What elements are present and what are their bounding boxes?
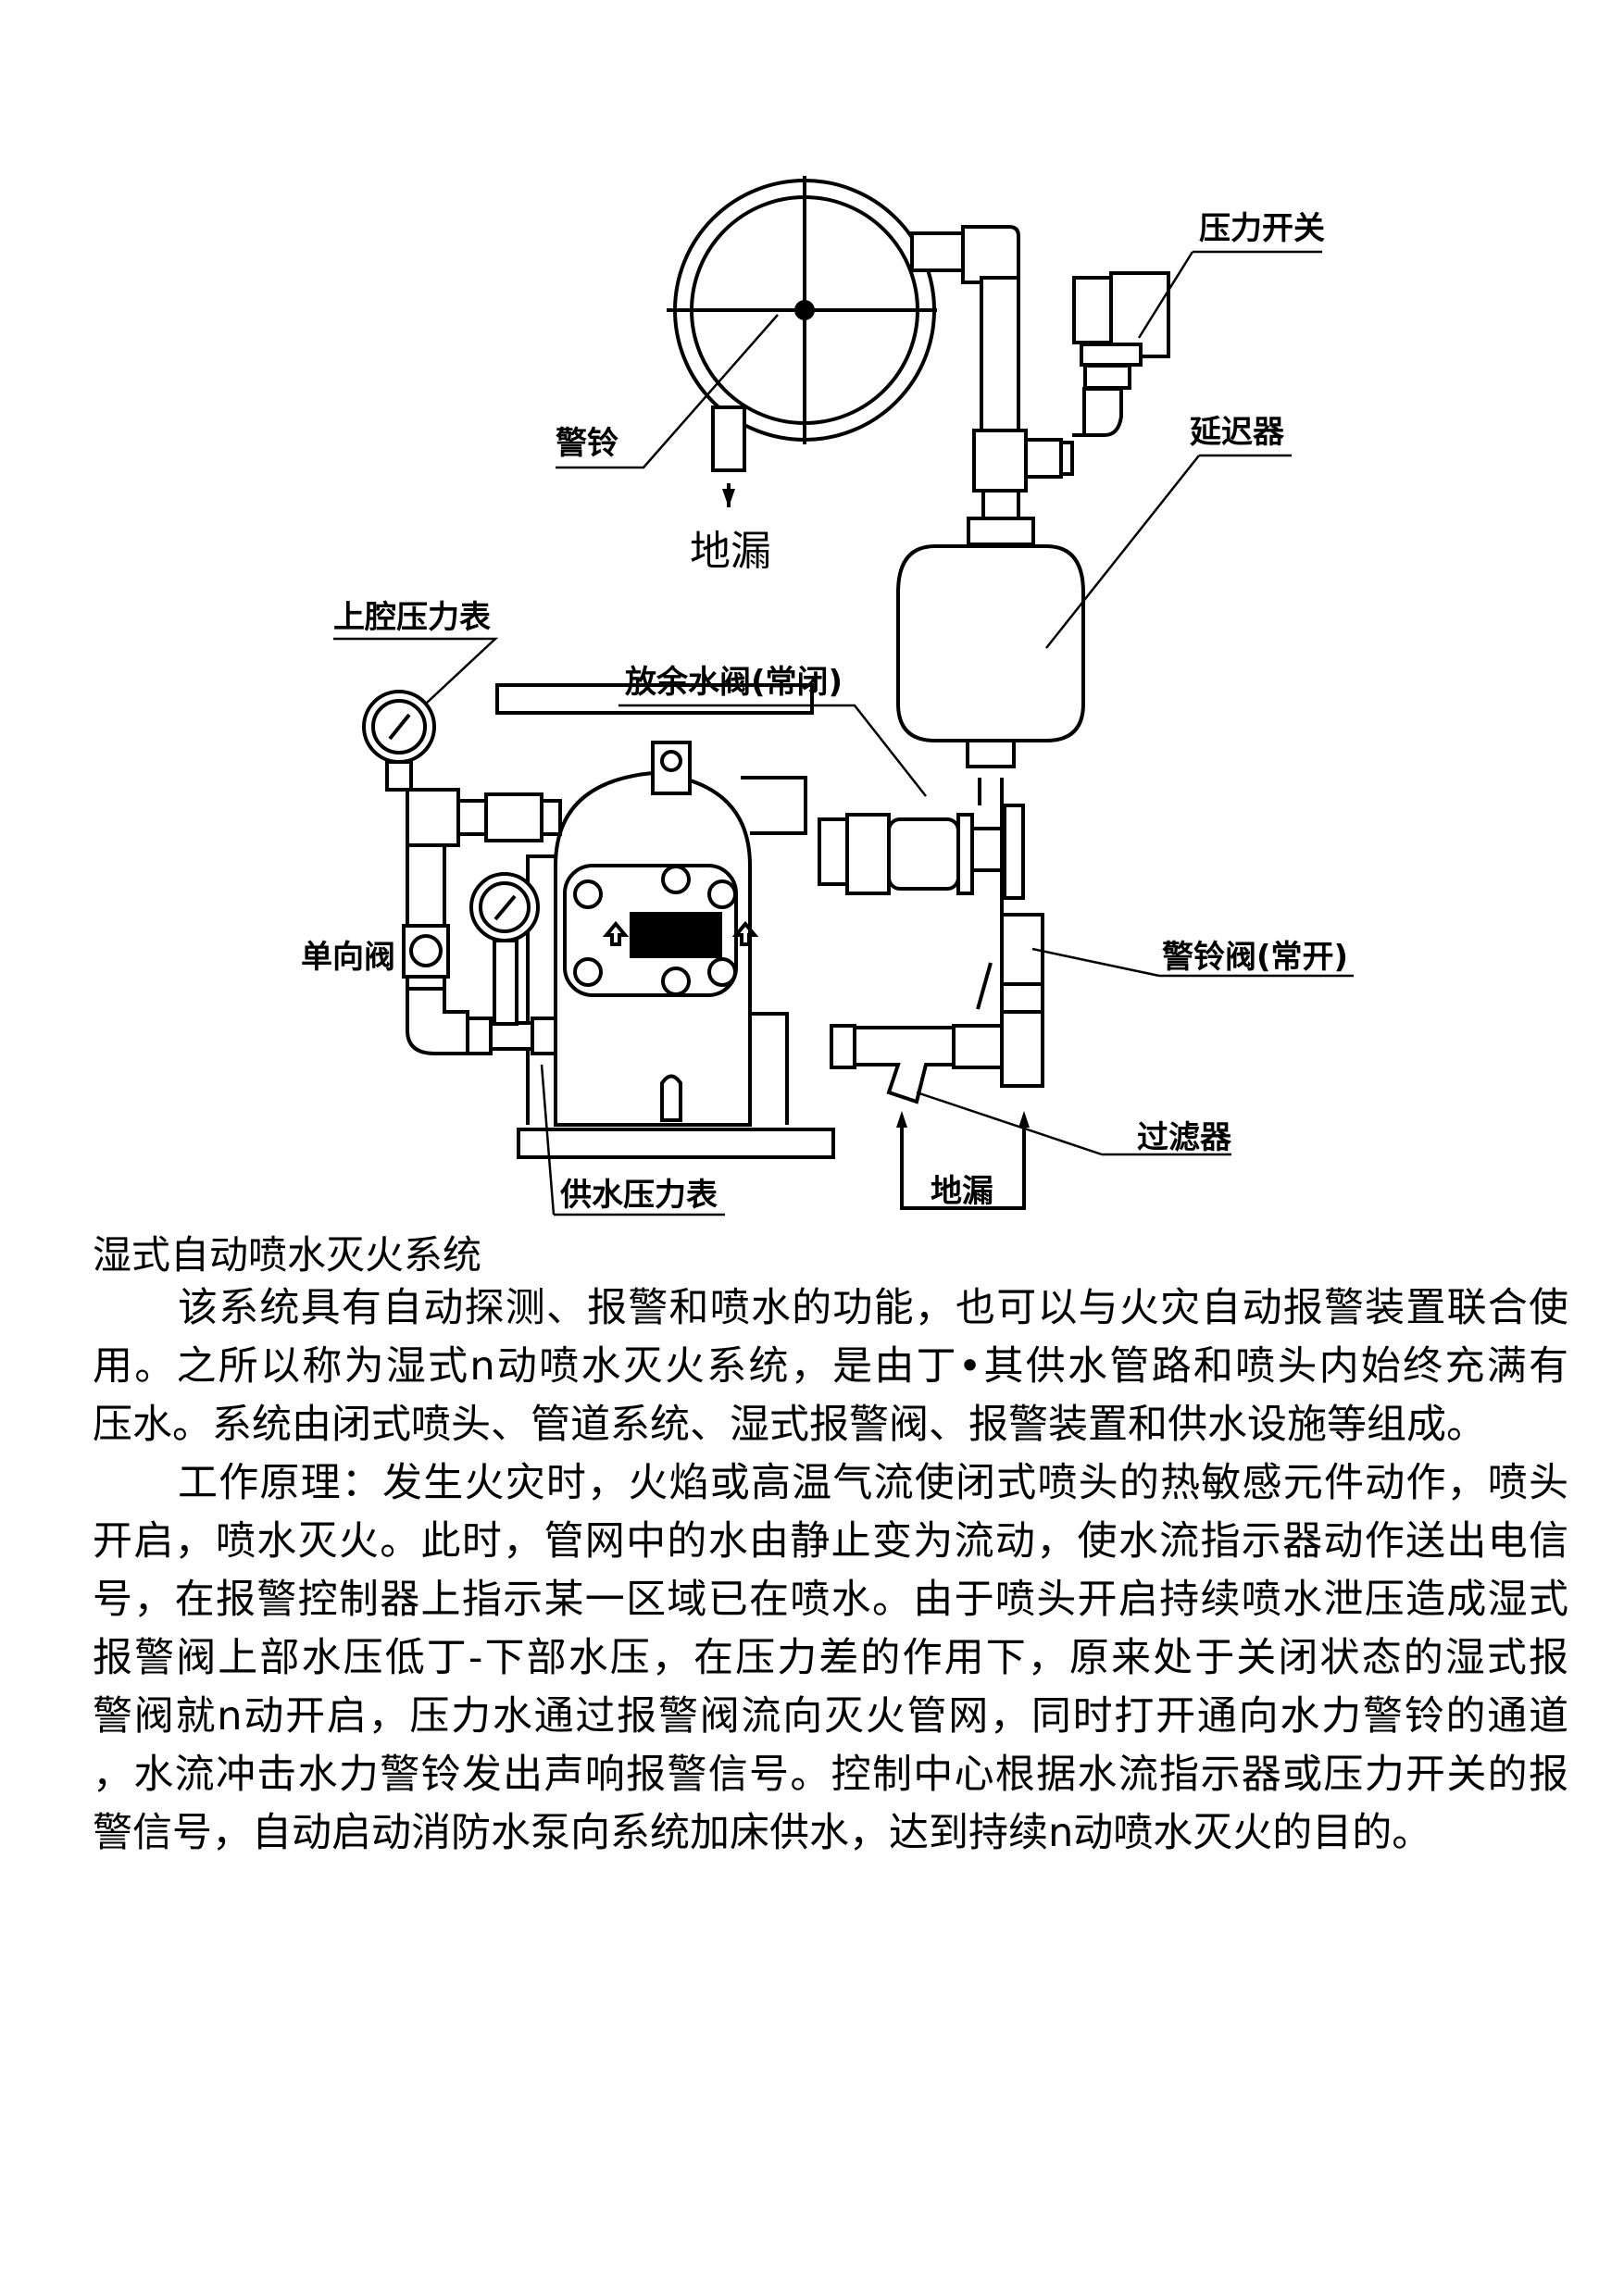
label-alarm-valve: 警铃阀(常开) — [1162, 939, 1348, 976]
label-delay-device: 延迟器 — [1190, 414, 1285, 451]
pressure-switch — [1072, 271, 1170, 390]
label-drain-valve: 放余水阀(常闭) — [625, 664, 843, 701]
text-line: 开启，喷水灭火。此时，管网中的水由静止变为流动，使水流指示器动作送出电信 — [93, 1518, 1568, 1565]
alarm-line-valve-and-filter — [830, 805, 1044, 1104]
paragraph-description: 该系统具有自动探测、报警和喷水的功能，也可以与火灾自动报警装置联合使 用。之所以… — [93, 1279, 1568, 1454]
text-line: 号，在报警控制器上指示某一区域已在喷水。由于喷头开启持续喷水泄压造成湿式 — [93, 1577, 1568, 1623]
label-floor-drain-bottom: 地漏 — [931, 1173, 993, 1210]
text-line: 压水。系统由闭式喷头、管道系统、湿式报警阀、报警装置和供水设施等组成。 — [93, 1402, 1486, 1448]
label-alarm-bell: 警铃 — [556, 425, 618, 462]
paragraph-working-principle: 工作原理：发生火灾时，火焰或高温气流使闭式喷头的热敏感元件动作，喷头 开启，喷水… — [93, 1454, 1568, 1863]
label-pressure-switch: 压力开关 — [1199, 210, 1325, 247]
check-valve-piping — [402, 788, 562, 1055]
floor-drain-bracket — [896, 1111, 1030, 1210]
label-floor-drain-top: 地漏 — [690, 528, 771, 575]
section-title: 湿式自动喷水灭火系统 — [93, 1232, 482, 1278]
alarm-bell — [667, 176, 937, 507]
delay-device — [896, 544, 1085, 805]
label-upper-chamber-gauge: 上腔压力表 — [333, 599, 491, 636]
label-filter: 过滤器 — [1137, 1119, 1232, 1156]
label-supply-gauge: 供水压力表 — [559, 1177, 718, 1214]
wet-alarm-valve-diagram: 压力开关 警铃 延迟器 地漏 上腔压力表 放余水阀(常闭) 单向阀 警铃阀(常开… — [301, 176, 1354, 1216]
text-line: ，水流冲击水力警铃发出声响报警信号。控制中心根据水流指示器或压力开关的报 — [93, 1752, 1568, 1798]
supply-pressure-gauge — [469, 872, 540, 1026]
text-line: 该系统具有自动探测、报警和喷水的功能，也可以与火灾自动报警装置联合使 — [178, 1285, 1568, 1331]
upper-chamber-gauge — [362, 690, 436, 792]
label-check-valve: 单向阀 — [301, 939, 395, 976]
text-line: 工作原理：发生火灾时，火焰或高温气流使闭式喷头的热敏感元件动作，喷头 — [178, 1460, 1568, 1506]
bell-pipe — [910, 225, 1123, 546]
alarm-valve-body — [495, 683, 835, 1159]
text-line: 报警阀上部水压低丁-下部水压，在压力差的作用下，原来处于关闭状态的湿式报 — [93, 1635, 1568, 1681]
drain-valve — [818, 804, 1025, 900]
text-line: 警阀就n动开启，压力水通过报警阀流向灭火管网，同时打开通向水力警铃的通道 — [93, 1693, 1568, 1740]
text-line: 警信号，自动启动消防水泵向系统加床供水，达到持续n动喷水灭火的目的。 — [93, 1810, 1432, 1856]
leader-lines — [333, 250, 1354, 1216]
text-line: 用。之所以称为湿式n动喷水灭火系统，是由丁•其供水管路和喷头内始终充满有 — [93, 1343, 1568, 1390]
